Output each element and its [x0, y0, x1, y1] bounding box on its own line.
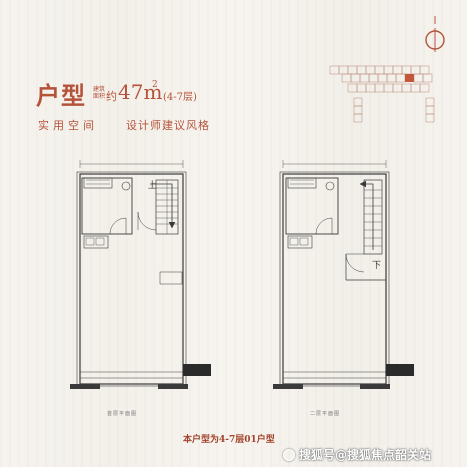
stair-down-label: 下: [372, 261, 381, 271]
first-floor-label: 首层平面图: [107, 411, 138, 417]
area-note: 建筑面积: [93, 86, 106, 100]
area-unit-superscript: 2: [152, 80, 158, 90]
watermark: 搜狐号@搜狐焦点韶关站: [283, 446, 431, 463]
second-floor-plan: [279, 160, 390, 387]
first-floor-base-wall: [70, 384, 100, 389]
second-floor-balcony-wall: [386, 364, 414, 376]
area-value: 47m: [118, 80, 163, 104]
watermark-text: 搜狐号@搜狐焦点韶关站: [299, 448, 432, 462]
brand-logo-icon: [425, 16, 445, 52]
second-floor-label: 二层平面图: [310, 411, 341, 417]
second-floor-base-wall: [273, 384, 303, 389]
first-floor-base-wall-right: [158, 384, 188, 389]
floor-plans-diagram: 上 下: [70, 160, 414, 389]
key-plan: [329, 65, 435, 123]
stair-up-label: 上: [148, 180, 157, 191]
area-approx-label: 约: [106, 90, 117, 103]
subtitle-practical-space: 实用空间: [38, 119, 98, 132]
floor-range: (4-7层): [163, 92, 197, 103]
first-floor-plan: [76, 160, 187, 387]
unit-type-note: 本户型为4-7层01户型: [183, 435, 275, 445]
sohu-logo-icon: [283, 448, 295, 461]
first-floor-balcony-wall: [183, 364, 211, 376]
subtitle-designer-style: 设计师建议风格: [126, 119, 210, 132]
floorplan-title: 户型: [36, 81, 86, 110]
second-floor-base-wall-right: [360, 384, 390, 389]
